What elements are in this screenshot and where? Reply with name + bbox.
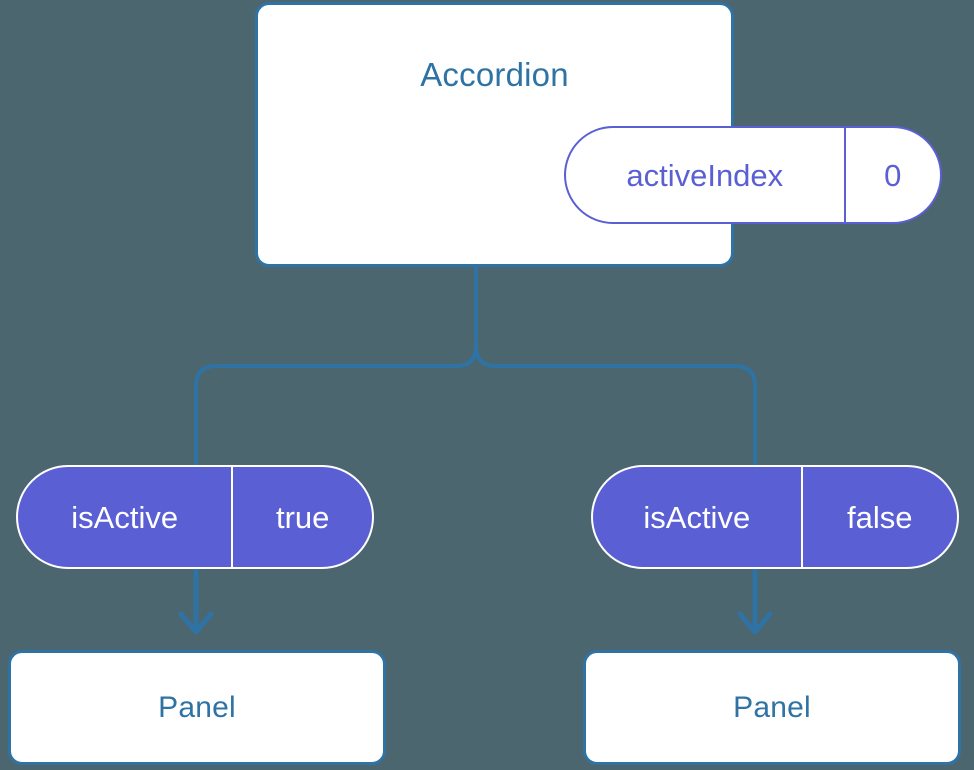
prop-pill-is-active-true-key: isActive [71,499,179,535]
accordion-component-card[interactable]: Accordion activeIndex 0 [255,2,942,267]
panel-component-card-right[interactable]: Panel [583,650,961,765]
accordion-title: Accordion [420,56,569,93]
prop-pill-is-active-true-value: true [231,467,372,567]
panel-title-right: Panel [733,690,811,724]
state-pill-active-index-key: activeIndex [626,157,784,193]
prop-pill-is-active-true[interactable]: isActive true [16,465,374,569]
panel-component-card-left[interactable]: Panel [8,650,386,765]
arrow-left-is-active-to-panel [178,566,214,635]
arrow-right-is-active-to-panel [737,566,773,635]
prop-pill-is-active-false[interactable]: isActive false [591,465,959,569]
panel-title-left: Panel [158,690,236,724]
state-pill-active-index[interactable]: activeIndex 0 [564,126,942,224]
state-pill-active-index-value: 0 [843,128,940,222]
connector-trunk-and-branches [194,264,757,467]
prop-pill-is-active-false-key: isActive [643,499,751,535]
prop-pill-is-active-false-value: false [800,467,957,567]
